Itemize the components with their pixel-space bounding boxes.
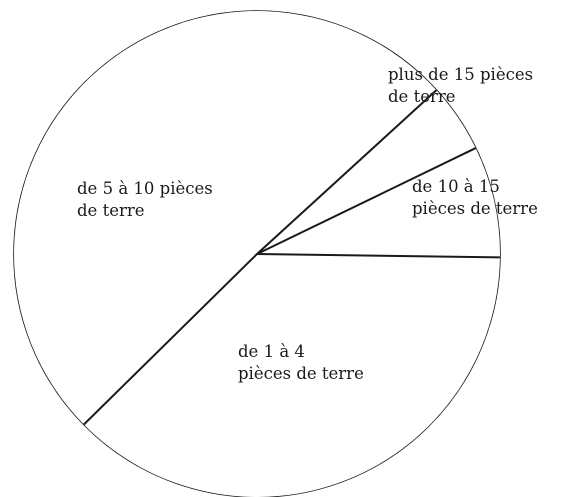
slice-label-line: pièces de terre bbox=[412, 199, 538, 218]
pie-slice-2 bbox=[13, 10, 437, 425]
pie-slice-dividers bbox=[83, 89, 500, 426]
pie-slice-1 bbox=[83, 254, 500, 497]
slice-label-line: de terre bbox=[77, 201, 145, 220]
slice-divider-2 bbox=[83, 253, 258, 426]
slice-divider-3 bbox=[256, 89, 438, 255]
slice-label-3: plus de 15 pièces de terre bbox=[388, 65, 533, 106]
slice-label-1: de 1 à 4 pièces de terre bbox=[238, 342, 364, 383]
slice-label-line: de 10 à 15 bbox=[412, 177, 500, 196]
slice-label-2: de 5 à 10 pièces de terre bbox=[77, 179, 213, 220]
slice-label-line: de terre bbox=[388, 87, 456, 106]
slice-label-line: de 5 à 10 pièces bbox=[77, 179, 213, 198]
slice-label-line: pièces de terre bbox=[238, 364, 364, 383]
slice-label-4: de 10 à 15 pièces de terre bbox=[412, 177, 538, 218]
slice-divider-4 bbox=[256, 147, 477, 255]
pie-slices bbox=[13, 10, 501, 497]
slice-label-line: plus de 15 pièces bbox=[388, 65, 533, 84]
slice-label-line: de 1 à 4 bbox=[238, 342, 305, 361]
slice-divider-1 bbox=[256, 253, 500, 259]
pie-slice-4 bbox=[257, 148, 501, 258]
pie-slice-3 bbox=[257, 90, 476, 254]
